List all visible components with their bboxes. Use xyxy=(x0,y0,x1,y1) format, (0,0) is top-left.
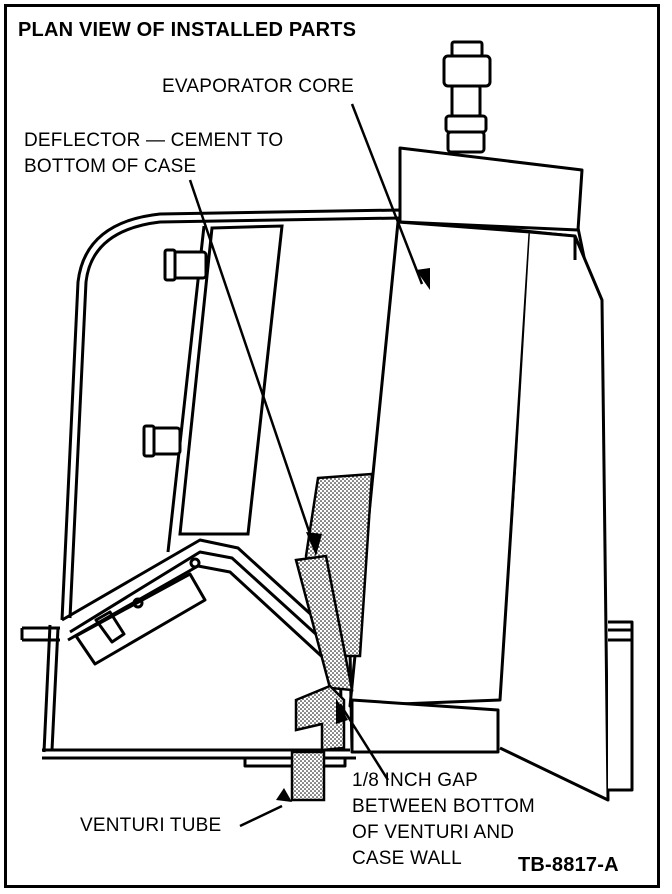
gap-label: 1/8 INCH GAP BETWEEN BOTTOM OF VENTURI A… xyxy=(352,770,535,869)
leader-lines xyxy=(188,103,424,828)
tube-fittings xyxy=(142,248,208,458)
deflector-label: DEFLECTOR — CEMENT TO BOTTOM OF CASE xyxy=(24,130,284,177)
venturi-tube-label: VENTURI TUBE xyxy=(80,815,222,836)
inner-panel xyxy=(166,224,284,553)
venturi-tube-shape xyxy=(290,684,346,802)
deflector xyxy=(294,472,374,692)
diagram-title: PLAN VIEW OF INSTALLED PARTS xyxy=(18,19,357,41)
figure-code: TB-8817-A xyxy=(518,854,619,876)
arrowheads xyxy=(276,268,430,802)
evaporator-core-shape xyxy=(348,146,634,802)
evaporator-fitting xyxy=(442,40,492,154)
evaporator-core-label: EVAPORATOR CORE xyxy=(162,76,354,97)
